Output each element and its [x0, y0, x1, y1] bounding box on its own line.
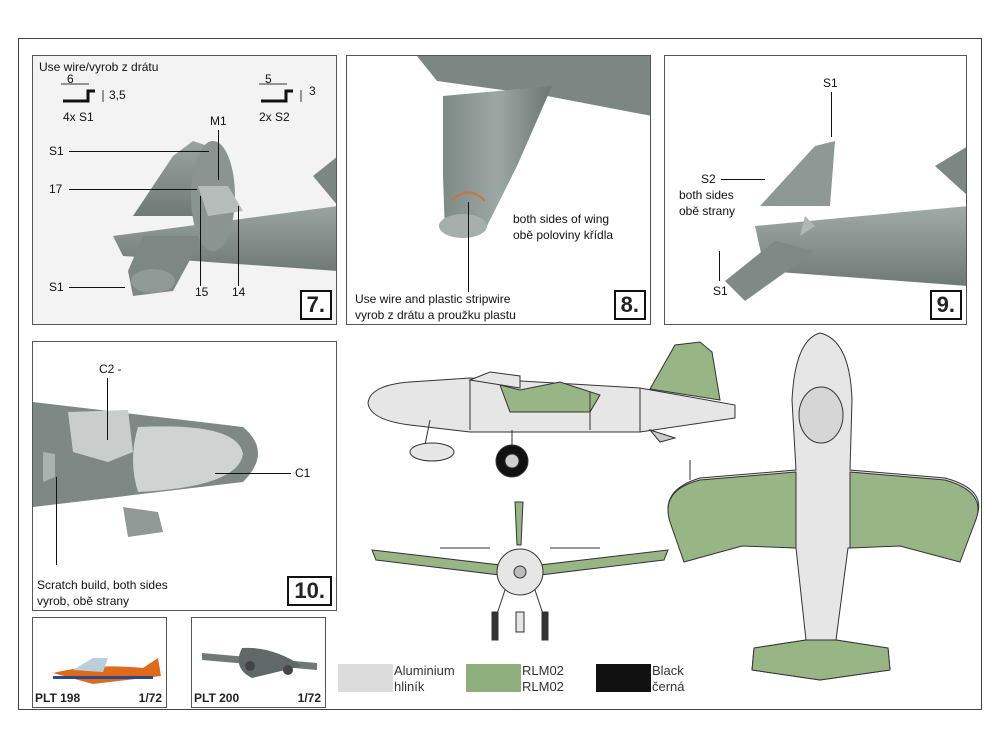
label-s1-top: S1 — [823, 76, 838, 90]
wire-part-diagrams — [61, 83, 302, 103]
part-s2-length: 5 — [265, 72, 272, 86]
step-7-panel: Use wire/vyrob z drátu 6 3,5 4x S1 5 3 2… — [32, 55, 337, 325]
step-9-photo — [665, 56, 966, 324]
step-8-panel: both sides of wing obě poloviny křídla U… — [346, 55, 651, 325]
s2-note-line1: both sides — [679, 188, 734, 202]
kit-code: PLT 198 — [35, 691, 81, 705]
label-s2: S2 — [701, 172, 716, 186]
label-s1-bottom: S1 — [49, 280, 64, 294]
wing-note-line2: obě poloviny křídla — [513, 228, 614, 242]
wire-note-line2: vyrob z drátu a proužku plastu — [355, 308, 516, 322]
part-s2-height: 3 — [309, 84, 316, 98]
rlm02-swatch — [466, 664, 521, 692]
label-m1: M1 — [210, 114, 227, 128]
kit-thumbnail-plt198[interactable]: PLT 198 1/72 — [32, 617, 167, 708]
step-8-photo — [347, 56, 650, 324]
wire-note-line1: Use wire and plastic stripwire — [355, 292, 511, 306]
kit-scale: 1/72 — [138, 691, 162, 705]
plt200-aircraft-image — [202, 647, 317, 678]
label-part-14: 14 — [232, 285, 246, 299]
label-c1: C1 — [295, 466, 311, 480]
step-number-8: 8. — [613, 290, 646, 320]
part-s2-quantity: 2x S2 — [259, 110, 290, 124]
label-c2: C2 - — [99, 362, 122, 376]
black-label-cz: černá — [652, 679, 685, 694]
step-9-panel: S1 S2 both sides obě strany S1 9. — [664, 55, 967, 325]
part-s1-height: 3,5 — [109, 88, 126, 102]
step-10-panel: C2 - C1 Scratch build, both sides vyrob,… — [32, 341, 337, 611]
part-s1-quantity: 4x S1 — [63, 110, 94, 124]
instruction-sheet-frame — [18, 38, 982, 710]
part-s1-length: 6 — [67, 72, 74, 86]
side-view-drawing — [367, 341, 736, 478]
label-part-15: 15 — [195, 285, 209, 299]
step-number-7: 7. — [299, 290, 332, 320]
aluminium-swatch — [338, 664, 393, 692]
label-part-17: 17 — [49, 182, 63, 196]
aluminium-label-en: Aluminium — [394, 663, 455, 678]
black-label-en: Black — [652, 663, 684, 678]
rlm02-label-en: RLM02 — [522, 663, 564, 678]
front-view-drawing — [371, 501, 669, 641]
plt198-aircraft-image — [53, 658, 161, 684]
step-number-10: 10. — [287, 576, 332, 606]
kit-code: PLT 200 — [194, 691, 240, 705]
wing-note-line1: both sides of wing — [513, 212, 610, 226]
kit-thumbnail-plt200[interactable]: PLT 200 1/72 — [191, 617, 326, 708]
black-swatch — [596, 664, 651, 692]
scratch-note-line1: Scratch build, both sides — [37, 578, 168, 592]
kit-scale: 1/72 — [297, 691, 321, 705]
top-view-drawing — [667, 332, 980, 681]
step-number-9: 9. — [929, 290, 962, 320]
label-s1-bottom: S1 — [713, 284, 728, 298]
label-s1-top: S1 — [49, 144, 64, 158]
step-7-heading: Use wire/vyrob z drátu — [39, 60, 159, 74]
s2-note-line2: obě strany — [679, 204, 736, 218]
rlm02-label-cz: RLM02 — [522, 679, 564, 694]
aluminium-label-cz: hliník — [394, 679, 425, 694]
scratch-note-line2: vyrob, obě strany — [37, 594, 130, 608]
step-10-photo — [33, 342, 336, 610]
